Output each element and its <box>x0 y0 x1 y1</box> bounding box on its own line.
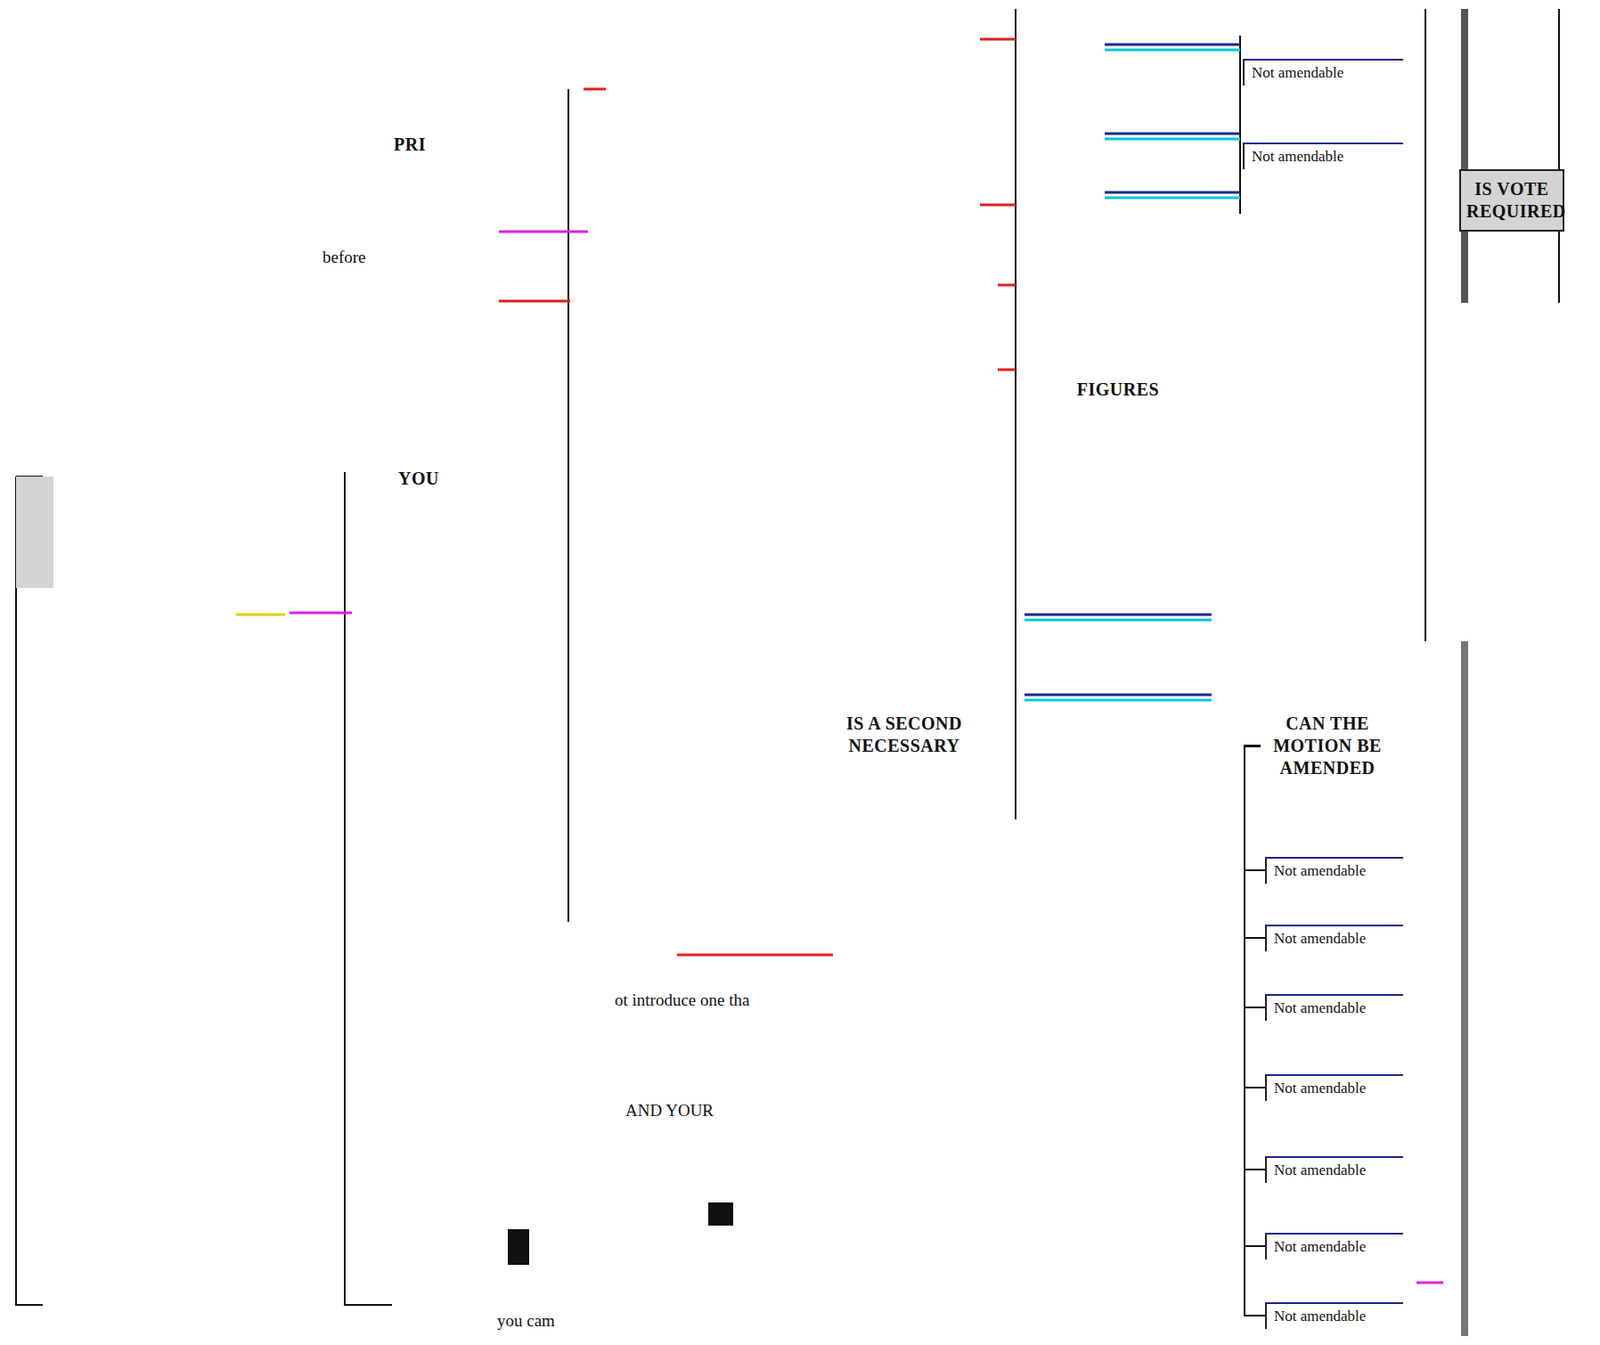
amendable-cell: Not amendable <box>1265 1302 1404 1330</box>
node-text: IS A SECOND NECESSARY <box>837 712 972 758</box>
node-text: PRI <box>374 133 446 156</box>
connector-line <box>1244 746 1266 1009</box>
amendable-cell: Not amendable <box>1265 1156 1404 1184</box>
amendable-cell: Not amendable <box>1265 924 1404 952</box>
connector-line <box>1244 746 1266 1171</box>
row-rule <box>997 368 1016 372</box>
column-heading: IS A SECOND NECESSARY <box>837 712 972 758</box>
connector-line <box>1244 746 1266 1248</box>
node-text: Not amendable <box>1251 64 1396 82</box>
node-text: Not amendable <box>1273 862 1396 881</box>
amendable-cell: Not amendable <box>1265 994 1404 1021</box>
column-rule <box>567 89 570 923</box>
node-text: Not amendable <box>1273 1307 1396 1326</box>
row-rule <box>1024 619 1212 622</box>
row-rule <box>979 38 1016 41</box>
note-text: you cam <box>495 1311 557 1331</box>
node-text: Not amendable <box>1273 1238 1396 1257</box>
row-rule <box>1104 43 1241 47</box>
row-rule <box>498 300 571 303</box>
row-rule <box>1104 191 1241 195</box>
connector-line <box>1244 746 1266 872</box>
node-text: CAN THE MOTION BE AMENDED <box>1260 712 1395 780</box>
node-text: Not amendable <box>1273 1079 1396 1098</box>
row-rule <box>1024 613 1212 617</box>
column-rule <box>1239 35 1241 214</box>
grey-tab <box>16 476 54 588</box>
tick-mark <box>708 1202 734 1226</box>
row-rule <box>1416 1281 1444 1285</box>
amendable-cell: Not amendable <box>1265 1074 1404 1102</box>
row-rule <box>236 613 286 617</box>
connector-line <box>1244 746 1266 1317</box>
amendable-cell: Not amendable <box>1265 1232 1404 1260</box>
bracket-lines <box>16 8 1560 1306</box>
node-text: Not amendable <box>1273 930 1396 948</box>
row-rule <box>1104 196 1241 200</box>
row-rules <box>236 39 1444 1283</box>
note-text: before <box>320 247 368 268</box>
node-text: YOU <box>383 467 455 490</box>
tick-mark <box>507 1229 530 1266</box>
tick-marks <box>507 8 1469 1337</box>
row-rule <box>1024 699 1212 703</box>
row-rule <box>1104 132 1241 136</box>
column-rule <box>1424 8 1427 642</box>
column-heading: IS VOTE REQUIRED <box>1459 169 1565 232</box>
note-text: ot introduce one tha <box>612 990 752 1011</box>
row-rule <box>1104 138 1241 141</box>
left-bracket <box>16 476 43 1306</box>
column-heading: FIGURES <box>1064 378 1172 401</box>
row-rule <box>979 204 1016 207</box>
row-rule <box>498 230 588 234</box>
tick-mark <box>1461 641 1469 1337</box>
column-heading: YOU <box>383 467 455 490</box>
amendable-cell: Not amendable <box>1242 142 1404 170</box>
row-rule <box>997 284 1016 287</box>
amendable-cell: Not amendable <box>1242 58 1404 86</box>
node-text: Not amendable <box>1251 147 1396 166</box>
node-text: FIGURES <box>1064 378 1172 401</box>
row-rule <box>1104 48 1241 52</box>
row-rule <box>583 88 606 91</box>
tick-mark <box>1461 8 1469 303</box>
node-text: IS VOTE REQUIRED <box>1466 178 1558 223</box>
amendable-cell: Not amendable <box>1265 857 1404 884</box>
connector-line <box>1244 746 1266 939</box>
column-heading: PRI <box>374 133 446 156</box>
column-heading: CAN THE MOTION BE AMENDED <box>1260 712 1395 780</box>
row-rule <box>677 954 833 957</box>
node-text: Not amendable <box>1273 999 1396 1018</box>
note-text: AND YOUR <box>623 1101 716 1121</box>
column-rule <box>1558 8 1560 303</box>
connector-line <box>1244 746 1266 1089</box>
row-rule <box>1024 693 1212 697</box>
you-bracket <box>344 472 392 1306</box>
row-rule <box>289 612 352 615</box>
node-text: Not amendable <box>1273 1161 1396 1180</box>
column-rule <box>1014 8 1017 820</box>
